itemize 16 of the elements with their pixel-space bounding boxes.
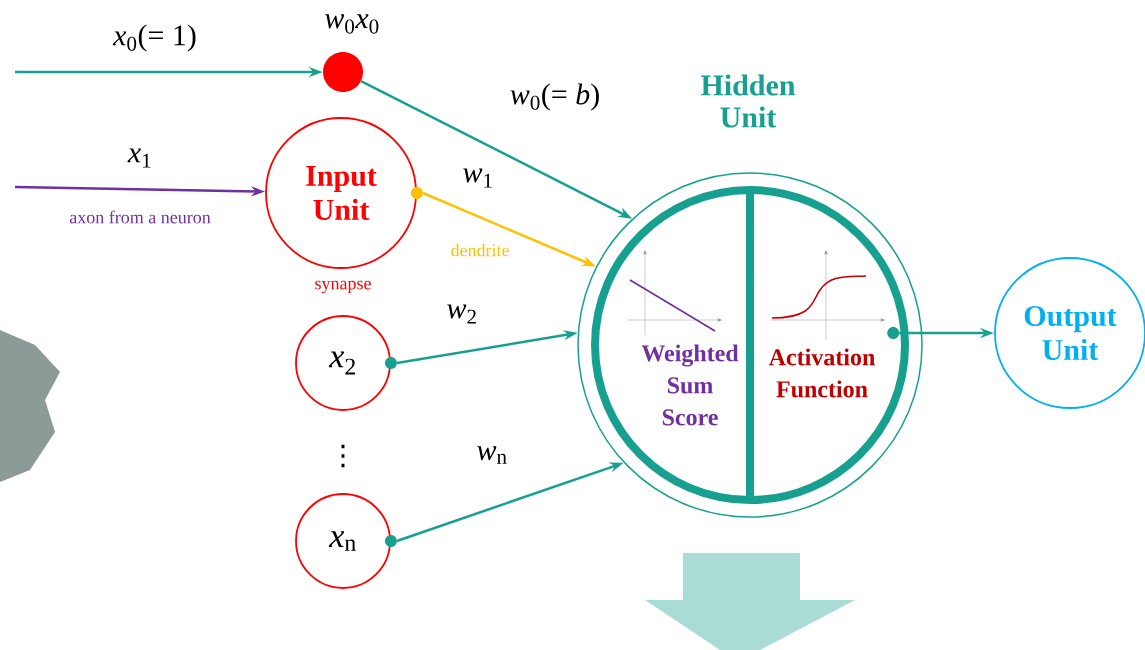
edge-label: x$_{0}$(= 1) [112, 23, 198, 53]
edge-label: w$_{n}$ [475, 445, 509, 465]
synapse-dot [323, 52, 363, 92]
axon-label: axon from a neuron [69, 210, 211, 224]
ellipsis-dots: ⋮ [341, 444, 345, 468]
weighted-sum-section: Weighted Sum Score [591, 186, 754, 504]
edge-label: w$_{1}$ [461, 167, 495, 189]
synapse-label: synapse [315, 280, 371, 294]
activation-section: Activation Function [749, 186, 909, 504]
edge-label: x$_{1}$ [126, 147, 154, 169]
weight-label: w$_{0}$x$_{0}$ [325, 14, 379, 34]
dendrite-label: dendrite [451, 243, 509, 257]
node-label: Hidden Unit [701, 74, 796, 128]
node-label: Activation Function [768, 348, 875, 398]
edge-label: w$_{2}$ [445, 303, 479, 325]
edge-label: w$_{0}$(= b) [508, 82, 602, 112]
